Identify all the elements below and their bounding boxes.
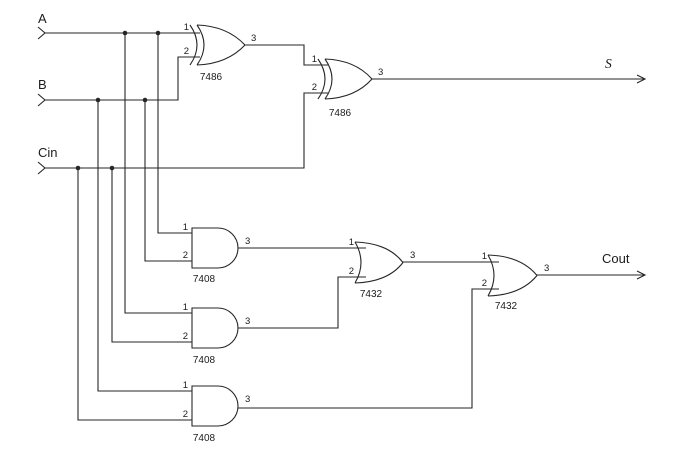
xor1-gate: 1 2 3 7486 [184,22,257,83]
pin-label: 1 [183,302,188,313]
pin-label: 2 [184,46,189,57]
pin-label: 3 [251,33,256,44]
chip-label: 7408 [193,355,216,366]
input-a-connector-icon [37,26,46,40]
chip-label: 7486 [329,108,352,119]
input-cin-label: Cin [38,145,58,160]
or2-gate: 1 2 3 7432 [482,251,550,312]
input-b-label: B [38,77,47,92]
wire-input-cin [45,92,328,169]
junction-dot [155,30,161,36]
or2-body-top [487,254,538,276]
wire-a-to-and2 [124,33,192,314]
and3-body [191,385,239,427]
pin-label: 2 [349,266,354,277]
pin-label: 2 [183,331,188,342]
and3-gate: 1 2 3 7408 [183,380,251,444]
output-s: S [605,56,647,84]
chip-label: 7432 [360,289,383,300]
junction-dot [122,30,128,36]
wire-b-to-and3 [97,100,192,392]
output-cout-label: Cout [602,251,630,266]
or2-body-bottom [487,275,538,297]
xor1-body-bottom [196,44,246,66]
wire-xor1-to-xor2 [245,44,328,66]
junction-dot [142,97,148,103]
pin-label: 1 [183,222,188,233]
xor2-body-bottom [324,78,373,100]
pin-label: 3 [410,250,415,261]
and2-gate: 1 2 3 7408 [183,302,251,366]
pin-label: 3 [245,316,250,327]
pin-label: 3 [378,67,383,78]
or1-body-bottom [354,262,404,284]
chip-label: 7408 [193,433,216,444]
and1-body [191,227,239,269]
xor1-input-arc [189,24,198,66]
and2-body [191,307,239,349]
input-a-label: A [38,11,47,26]
xor2-body-arc [324,58,333,100]
pin-label: 1 [349,237,354,248]
input-a: A [37,11,47,40]
output-cout-arrow-icon [636,270,647,280]
or1-gate: 1 2 3 7432 [349,237,416,300]
input-b-connector-icon [37,93,46,107]
pin-label: 1 [184,22,189,33]
xor2-input-arc [317,58,326,100]
wire-input-b [45,56,200,101]
output-cout: Cout [602,251,647,280]
chip-label: 7486 [200,72,223,83]
junction-dot [109,165,115,171]
wire-a-to-and1 [157,33,192,234]
pin-label: 1 [312,54,317,65]
wire-cin-to-and3 [77,168,192,421]
pin-label: 3 [245,394,250,405]
pin-label: 3 [245,236,250,247]
junction-dot [75,165,81,171]
chip-label: 7408 [193,274,216,285]
pin-label: 2 [183,409,188,420]
or1-input-arc [354,241,362,284]
wire-cin-to-and2 [111,168,192,343]
and1-gate: 1 2 3 7408 [183,222,251,285]
pin-label: 2 [183,250,188,261]
output-s-label: S [605,56,612,71]
pin-label: 1 [183,380,188,391]
input-b: B [37,77,47,107]
xor1-body-arc [196,24,205,66]
xor1-body-top [196,24,246,46]
pin-label: 1 [482,251,487,262]
chip-label: 7432 [495,301,518,312]
wire-and2-to-or1 [238,276,366,329]
wire-b-to-and1 [144,100,192,262]
pin-label: 3 [544,263,549,274]
wire-and3-to-or2 [238,288,499,409]
xor2-body-top [324,58,373,80]
input-cin: Cin [37,145,58,175]
output-s-arrow-icon [636,74,647,84]
pin-label: 2 [312,82,317,93]
pin-label: 2 [482,278,487,289]
or1-body-top [354,241,404,263]
xor2-gate: 1 2 3 7486 [312,54,384,119]
junction-dot [95,97,101,103]
or2-input-arc [487,254,495,297]
input-cin-connector-icon [37,161,46,175]
